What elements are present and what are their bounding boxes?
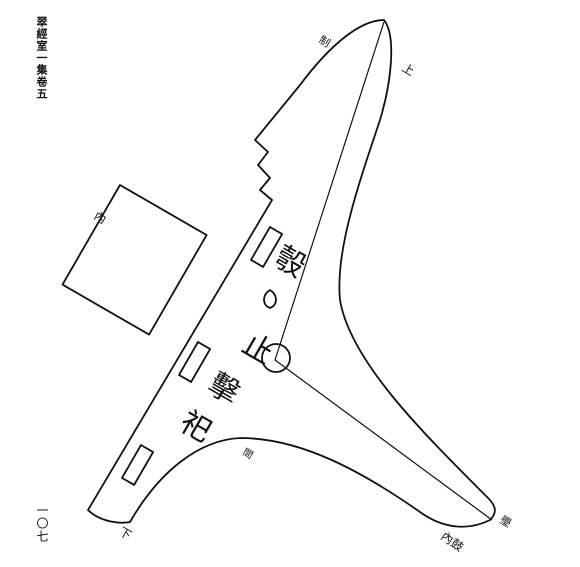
- slot-lower: [121, 444, 155, 486]
- volume-header: 翠經室一集卷五: [35, 16, 48, 100]
- label-zhi: 制: [317, 33, 333, 50]
- page-number: 一〇七: [35, 504, 49, 543]
- label-xia: 下: [117, 524, 134, 542]
- drop-mark: [263, 289, 277, 309]
- chime-outline: [87, 19, 496, 528]
- big-char-3: 擊: [202, 367, 245, 412]
- label-bottom: 內鼓: [438, 529, 466, 554]
- label-shang: 上: [400, 60, 417, 78]
- chime-axis-line: [274, 21, 385, 361]
- label-nei: 內: [92, 208, 109, 226]
- label-wu: 璺: [498, 512, 515, 530]
- label-jian: 間: [241, 446, 256, 461]
- slot-upper: [250, 226, 284, 268]
- suspension-hole: [261, 343, 291, 373]
- slot-middle: [178, 341, 212, 383]
- big-char-2: 止: [236, 327, 279, 372]
- big-char-4: 祀: [174, 405, 217, 450]
- chime-hook-line: [274, 359, 493, 521]
- inner-rectangle: [61, 184, 208, 336]
